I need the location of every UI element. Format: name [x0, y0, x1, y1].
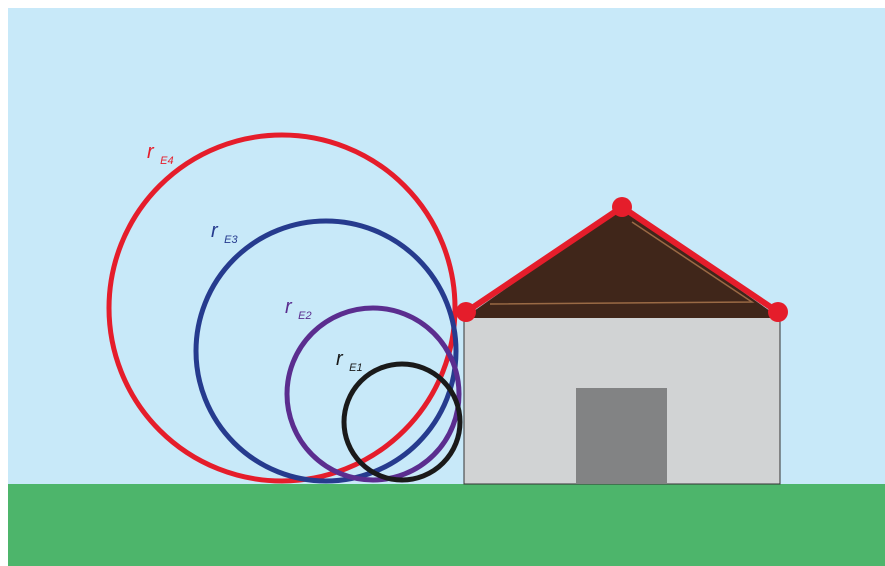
label-r-e3-main: r — [211, 220, 219, 242]
roof-left-point — [456, 302, 476, 322]
label-r-e1-main: r — [336, 348, 344, 370]
label-r-e2-main: r — [285, 296, 293, 318]
label-r-e1-sub: E1 — [349, 362, 362, 374]
roof-peak-point — [612, 197, 632, 217]
house-door — [576, 388, 667, 484]
roof-right-point — [768, 302, 788, 322]
ground — [8, 484, 885, 566]
label-r-e4-main: r — [147, 141, 155, 163]
label-r-e3-sub: E3 — [224, 234, 238, 246]
label-r-e4-sub: E4 — [160, 155, 173, 167]
label-r-e2-sub: E2 — [298, 310, 311, 322]
